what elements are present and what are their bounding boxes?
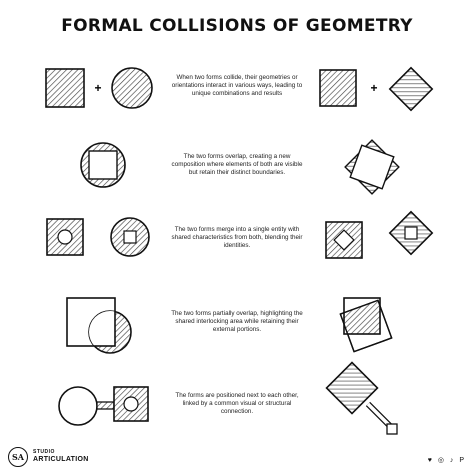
row3-left-figure [46, 217, 150, 257]
hatched-square [45, 68, 85, 108]
description-3: The two forms merge into a single entity… [171, 226, 303, 249]
row1-left-figure: + [45, 67, 153, 109]
description-2: The two forms overlap, creating a new co… [171, 153, 303, 176]
row4-right-figure [339, 297, 393, 353]
row2-right-figure [344, 139, 400, 195]
description-4: The two forms partially overlap, highlig… [171, 310, 303, 333]
row5-left-figure [58, 386, 149, 426]
logo-line1: STUDIO [33, 449, 55, 455]
studio-logo: SA STUDIO ARTICULATION [8, 447, 98, 467]
plus-sign: + [94, 81, 101, 95]
hatched-circle [111, 67, 153, 109]
page-title: FORMAL COLLISIONS OF GEOMETRY [61, 16, 413, 36]
hatched-diamond [388, 66, 434, 112]
social-icons[interactable]: ♥ ◎ ♪ P [427, 457, 466, 464]
row2-left-figure [80, 142, 126, 188]
plus-sign: + [370, 81, 377, 95]
row5-right-figure [325, 361, 398, 435]
row4-left-figure [66, 297, 132, 354]
logo-line2: ARTICULATION [33, 456, 89, 463]
logo-mark: SA [8, 447, 28, 467]
description-5: The forms are positioned next to each ot… [175, 392, 299, 415]
description-1: When two forms collide, their geometries… [171, 74, 303, 97]
hatched-square [319, 69, 357, 107]
row3-right-figure [325, 210, 434, 259]
row1-right-figure: + [319, 66, 434, 112]
